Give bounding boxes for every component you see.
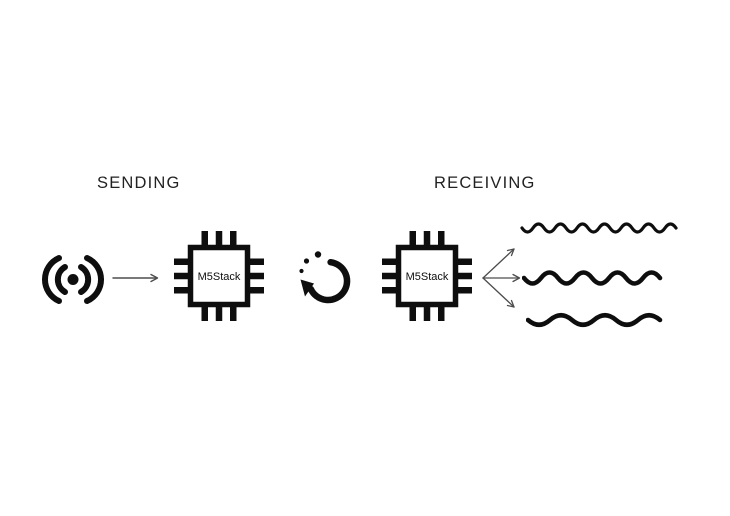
process-refresh-icon xyxy=(299,251,351,304)
sender-chip-label: M5Stack xyxy=(198,271,241,283)
refresh-trail-dots xyxy=(299,251,322,274)
signal-arc-outer-right xyxy=(84,255,105,304)
receiver-chip-icon: M5Stack xyxy=(382,231,472,321)
sender-chip-icon: M5Stack xyxy=(174,231,264,321)
chip-pins xyxy=(174,231,264,321)
broadcast-signal-icon xyxy=(41,255,105,304)
signal-arc-outer-left xyxy=(41,255,62,304)
chip-body xyxy=(395,244,459,308)
fanout-arrows xyxy=(482,248,521,308)
chip-body xyxy=(187,244,251,308)
signal-arc-inner-left xyxy=(54,264,68,295)
wave-high-frequency-icon xyxy=(520,222,678,234)
arrow-down-right-icon xyxy=(482,277,515,308)
refresh-arrowhead xyxy=(300,279,314,297)
arrow-up-right-icon xyxy=(482,248,515,279)
sending-label: SENDING xyxy=(97,174,181,192)
arrow-right-icon xyxy=(482,273,521,283)
receiver-chip-label: M5Stack xyxy=(406,271,449,283)
right-arrow-icon xyxy=(112,273,159,283)
signal-dot xyxy=(67,274,79,285)
signal-arc-inner-right xyxy=(78,264,92,295)
receiving-label: RECEIVING xyxy=(434,174,536,192)
wave-medium-frequency-icon xyxy=(522,270,663,286)
chip-pins xyxy=(382,231,472,321)
refresh-arc xyxy=(307,258,351,304)
wave-low-frequency-icon xyxy=(526,312,663,328)
